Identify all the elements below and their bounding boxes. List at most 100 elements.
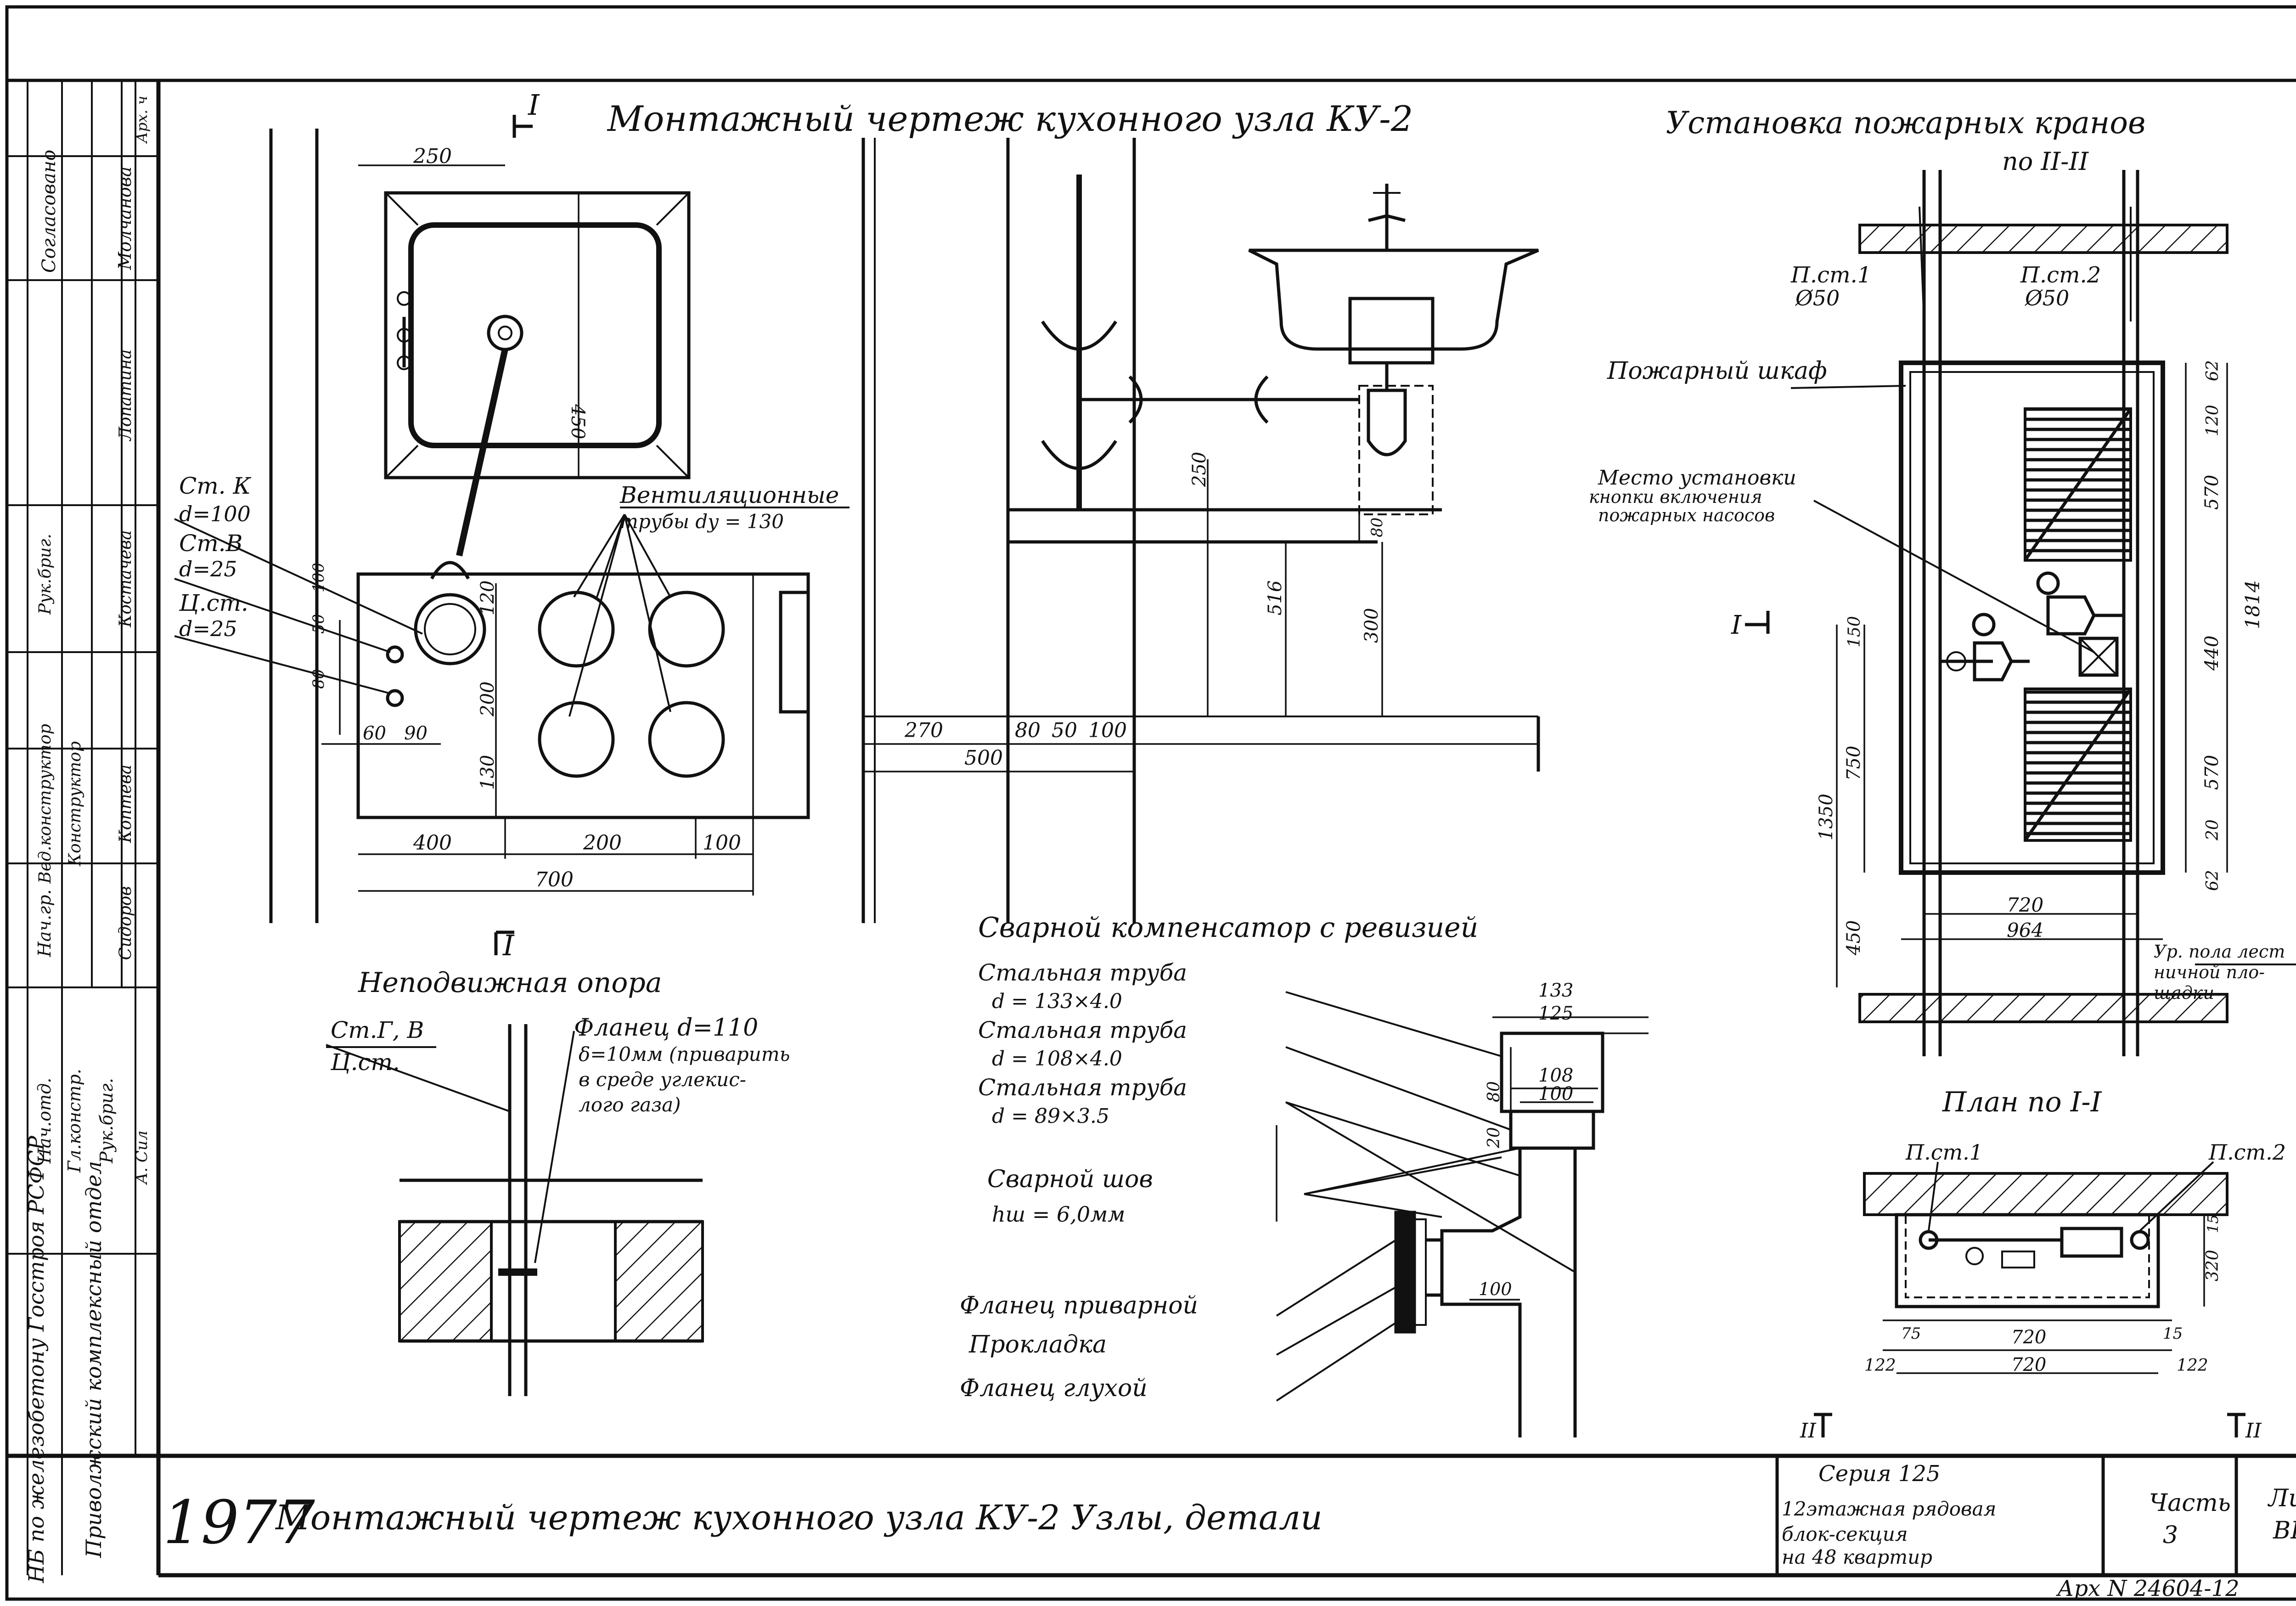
dim-400: 400 (413, 831, 452, 855)
label-riser-2: П.ст.2 (2020, 262, 2101, 288)
stamp-name: А. Сил (133, 1131, 151, 1185)
stamp-approved: Согласовано (39, 150, 60, 273)
dim-320: 320 (2203, 1250, 2222, 1281)
stamp-role: Вед.конструктор (36, 724, 55, 884)
support-flange-note: лого газа) (579, 1093, 681, 1116)
label-pipe-d: d = 133×4.0 (992, 990, 1122, 1013)
dim-100: 100 (1088, 719, 1127, 742)
label-button-location: пожарных насосов (1598, 505, 1775, 525)
support-flange-note: δ=10мм (приварить (579, 1043, 790, 1065)
label-riser-1-d: Ø50 (1795, 286, 1840, 310)
dim-15: 15 (2204, 1214, 2222, 1233)
stamp-role: Конструктор (66, 741, 84, 867)
support-flange-note: в среде углекис- (579, 1068, 746, 1091)
section-mark-ii: II (1800, 1419, 1817, 1443)
footer-title: Монтажный чертеж кухонного узла КУ-2 Узл… (275, 1498, 1322, 1538)
dim-450: 450 (567, 404, 588, 439)
support-pipe: Ст.Г, В (331, 1017, 424, 1043)
kitchen-plan (174, 115, 850, 955)
plan-i-i (1814, 1161, 2245, 1437)
dim-20: 20 (1485, 1127, 1503, 1149)
dim-80: 80 (1368, 518, 1386, 537)
dim-450: 450 (1843, 920, 1864, 956)
sheet-label: Лист (2267, 1485, 2296, 1512)
dim-62: 62 (2203, 360, 2222, 381)
label-button-location: Место установки (1598, 466, 1796, 490)
archive-number: Арх N 24604-12 (2056, 1576, 2240, 1601)
dim-75: 75 (1901, 1324, 1921, 1343)
sheet-frame (5, 5, 2296, 1601)
label-flange-blind: Фланец глухой (960, 1375, 1148, 1402)
label-gasket: Прокладка (968, 1331, 1107, 1358)
part-label: Часть (2149, 1489, 2231, 1517)
dim-122: 122 (2177, 1356, 2208, 1375)
hydrant-title: Установка пожарных кранов (1666, 105, 2146, 141)
label-vent: Вентиляционные (619, 482, 839, 508)
dim-440: 440 (2201, 636, 2223, 671)
label-steel-pipe: Стальная труба (978, 1017, 1187, 1043)
dim-100: 100 (310, 563, 328, 592)
section-mark-i: I (1731, 610, 1742, 640)
stamp-name: Сидоров (116, 886, 135, 960)
support-title: Неподвижная опора (358, 967, 662, 999)
dim-108: 108 (1538, 1065, 1573, 1086)
dim-100: 100 (1538, 1083, 1573, 1104)
dim-270: 270 (904, 719, 943, 742)
dim-100: 100 (703, 831, 741, 855)
dim-720: 720 (2007, 894, 2043, 916)
series: Серия 125 (1818, 1461, 1940, 1487)
section-mark-ii: II (2245, 1419, 2262, 1443)
org-department: Приволжский комплексный отдел (81, 1161, 106, 1558)
support-pipe-2: Ц.ст. (330, 1049, 400, 1076)
label-steel-pipe: Стальная труба (978, 959, 1187, 986)
dim-60: 60 (363, 723, 386, 744)
support-flange: Фланец d=110 (574, 1014, 758, 1042)
description: на 48 квартир (1782, 1546, 1932, 1568)
dim-125: 125 (1538, 1003, 1573, 1024)
dim-133: 133 (1538, 980, 1573, 1001)
label-st-v: Ст.В (179, 530, 242, 557)
sheet-value: ВК 12 (2273, 1517, 2296, 1544)
dim-130: 130 (477, 755, 498, 790)
dim-750: 750 (1843, 746, 1864, 781)
dim-15: 15 (2163, 1324, 2183, 1343)
label-floor-level: щадки (2154, 983, 2214, 1003)
dim-200: 200 (477, 682, 498, 717)
label-riser-1: П.ст.1 (1905, 1140, 1983, 1165)
label-weld: Сварной шов (987, 1166, 1153, 1193)
label-floor-level: Ур. пола лест (2154, 941, 2285, 962)
description: блок-секция (1782, 1523, 1908, 1545)
description: 12этажная рядовая (1782, 1498, 1996, 1520)
label-st-k-d: d=100 (179, 502, 251, 526)
dim-700: 700 (535, 868, 574, 891)
title-stamp (7, 80, 158, 1575)
dim-516: 516 (1265, 580, 1286, 615)
dim-250: 250 (1189, 452, 1210, 487)
dim-50: 50 (310, 614, 328, 634)
label-st-v-d: d=25 (179, 557, 237, 581)
dim-80: 80 (310, 669, 328, 689)
label-flange-welded: Фланец приварной (960, 1292, 1198, 1319)
dim-20: 20 (2203, 819, 2222, 841)
label-pipe-d: d = 108×4.0 (992, 1047, 1122, 1071)
kitchen-elevation (861, 138, 1540, 923)
welded-compensator (1276, 991, 1649, 1437)
dim-250: 250 (413, 145, 452, 168)
label-st-k: Ст. К (179, 473, 251, 499)
dim-120: 120 (2203, 405, 2222, 436)
hydrant-elevation (1745, 170, 2296, 1056)
dim-720: 720 (2011, 1327, 2046, 1348)
stamp-role: Нач.отд. (34, 1078, 55, 1164)
dim-150: 150 (1845, 616, 1864, 648)
label-riser-2: П.ст.2 (2208, 1140, 2286, 1165)
section-mark-i: I (502, 929, 515, 962)
label-ts-st-d: d=25 (179, 616, 237, 641)
dim-720: 720 (2011, 1354, 2046, 1375)
hydrant-subtitle: по II-II (2002, 147, 2089, 176)
compensator-title: Сварной компенсатор с ревизией (978, 912, 1478, 944)
dim-500: 500 (964, 746, 1003, 770)
stamp-name: Молчанова (115, 167, 135, 270)
part-value: 3 (2163, 1521, 2178, 1549)
plan-title: План по I-I (1942, 1086, 2102, 1118)
